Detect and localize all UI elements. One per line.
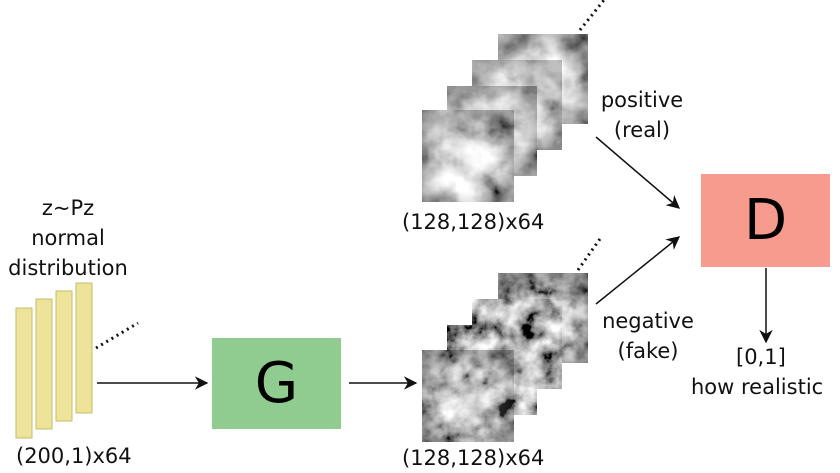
positive-label-line1: positive xyxy=(600,88,684,112)
real-stack-shape-label: (128,128)x64 xyxy=(402,210,545,234)
noise-bar xyxy=(15,307,33,439)
noise-bar xyxy=(55,290,73,422)
generator-box: G xyxy=(212,338,341,429)
fake-stack-shape-label: (128,128)x64 xyxy=(402,446,545,470)
fake-image-stack xyxy=(422,273,588,442)
real-image xyxy=(422,110,514,202)
noise-vector-stack xyxy=(15,282,93,439)
output-range-label: [0,1] xyxy=(736,345,786,369)
noise-distribution-symbol: z~Pz xyxy=(41,196,95,220)
fake-stack-continuation-dots xyxy=(576,235,604,271)
discriminator-label: D xyxy=(743,188,788,253)
fake-image xyxy=(422,350,514,442)
positive-label: positive (real) xyxy=(586,85,698,145)
noise-continuation-dots xyxy=(95,321,139,350)
positive-label-line2: (real) xyxy=(613,118,671,142)
negative-label: negative (fake) xyxy=(586,306,710,366)
noise-bar xyxy=(75,282,93,414)
negative-label-line1: negative xyxy=(602,309,694,333)
real-image-stack xyxy=(422,34,588,202)
real-to-discriminator-arrow xyxy=(595,136,681,209)
real-stack-continuation-dots xyxy=(578,0,606,31)
negative-label-line2: (fake) xyxy=(617,339,679,363)
discriminator-box: D xyxy=(701,174,830,267)
output-description-label: how realistic xyxy=(691,375,824,399)
noise-distribution-word: distribution xyxy=(8,256,128,280)
noise-bar xyxy=(35,298,53,430)
noise-shape-label: (200,1)x64 xyxy=(16,444,132,468)
noise-distribution-type: normal xyxy=(31,226,105,250)
noise-description: z~Pz normal distribution xyxy=(0,193,136,283)
fake-to-discriminator-arrow xyxy=(595,236,681,305)
generator-label: G xyxy=(254,351,299,416)
